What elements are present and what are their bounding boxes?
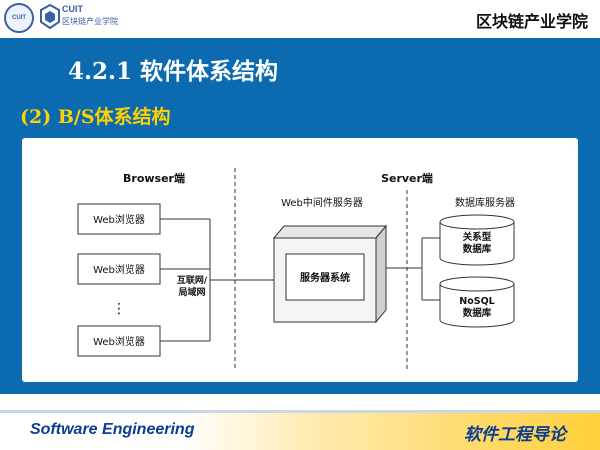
logo-college-text: 区块链产业学院 [62,17,118,26]
network-label-line1: 互联网/ [177,274,208,286]
college-name: 区块链产业学院 [475,12,588,31]
university-seal-logo: CUIT [4,3,34,33]
browser-ellipsis: ⋮ [112,301,126,317]
db2-label-line2: 数据库 [462,307,492,319]
slide-subtitle: (2) B/S体系结构 [20,106,171,128]
bs-architecture-diagram: Browser端 Server端 Web中间件服务器 数据库服务器 Web浏览器… [77,168,515,370]
nosql-db-cylinder [439,276,515,328]
browser-connectors [160,218,274,342]
browser-box-3-label: Web浏览器 [93,335,145,348]
browser-box-2-label: Web浏览器 [93,263,145,276]
footer-course-en: Software Engineering [30,421,195,438]
server-system-box [272,224,388,324]
browser-side-label: Browser端 [123,171,185,185]
slide-title: 4.2.1 软件体系结构 [68,58,279,85]
browser-box-1 [77,203,161,235]
slide-header: CUIT CUIT 区块链产业学院 区块链产业学院 [0,0,600,36]
server-system-label: 服务器系统 [300,271,350,284]
network-label-line2: 局域网 [178,286,205,298]
db-connectors [386,237,440,301]
db1-label-line1: 关系型 [463,231,492,243]
server-side-label: Server端 [381,171,433,185]
db2-label-line1: NoSQL [459,296,494,307]
logo-cuit-text: CUIT [62,4,83,14]
diagram-panel: Browser端 Server端 Web中间件服务器 数据库服务器 Web浏览器… [22,138,578,382]
blockchain-logo-icon [40,4,60,30]
browser-box-2 [77,253,161,285]
footer-divider [0,410,600,413]
footer-course-cn: 软件工程导论 [464,425,566,445]
slide-footer [0,410,600,450]
db-server-label: 数据库服务器 [455,196,515,209]
relational-db-cylinder [439,214,515,266]
db1-label-line2: 数据库 [462,243,492,255]
middleware-label: Web中间件服务器 [281,196,363,209]
browser-box-1-label: Web浏览器 [93,213,145,226]
